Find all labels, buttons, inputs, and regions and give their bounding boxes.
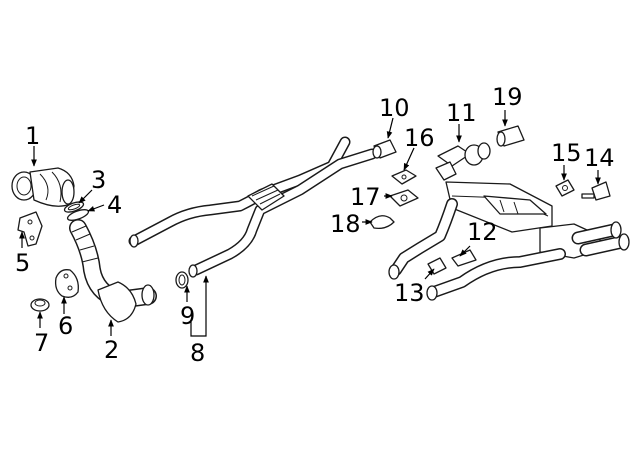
callout-14: 14 — [584, 144, 615, 172]
callout-2: 2 — [104, 336, 119, 364]
part-6-heat-shield[interactable] — [54, 269, 79, 298]
leader-12 — [459, 245, 471, 257]
leader-16 — [403, 147, 415, 171]
part-12-connecting-pipe[interactable] — [428, 248, 566, 298]
callout-13: 13 — [394, 279, 425, 307]
part-3-gasket[interactable] — [63, 200, 85, 214]
leader-13 — [424, 268, 435, 280]
callout-7: 7 — [34, 329, 49, 357]
callout-15: 15 — [551, 139, 582, 167]
callout-11: 11 — [446, 99, 477, 127]
part-10-sleeve[interactable] — [372, 139, 397, 159]
part-14-bracket[interactable] — [581, 181, 611, 201]
leader-4 — [87, 204, 105, 212]
callout-3: 3 — [91, 166, 106, 194]
callout-4: 4 — [107, 191, 122, 219]
callout-6: 6 — [58, 312, 73, 340]
part-8-intermediate-pipe[interactable] — [128, 136, 378, 278]
part-2-downpipe[interactable] — [69, 219, 157, 323]
callout-10: 10 — [379, 94, 410, 122]
callout-numbers: 1 2 3 4 5 6 7 8 9 10 11 12 13 14 15 16 1… — [15, 83, 615, 367]
part-5-bracket[interactable] — [17, 211, 43, 247]
callout-17: 17 — [350, 183, 381, 211]
part-11-rear-muffler[interactable] — [388, 142, 630, 280]
leader-3 — [78, 189, 93, 204]
part-18-hanger[interactable] — [369, 215, 395, 230]
callout-9: 9 — [180, 302, 195, 330]
callout-19: 19 — [492, 83, 523, 111]
part-16-gasket[interactable] — [391, 169, 417, 185]
leader-10 — [386, 117, 394, 139]
part-7-grommet[interactable] — [30, 298, 50, 312]
part-17-flange[interactable] — [389, 189, 419, 207]
callout-18: 18 — [330, 210, 361, 238]
part-9-clamp[interactable] — [175, 271, 189, 289]
leader-lines — [19, 110, 601, 337]
part-19-sleeve[interactable] — [496, 125, 525, 147]
callout-5: 5 — [15, 249, 30, 277]
callout-1: 1 — [25, 122, 40, 150]
part-1-converter[interactable] — [11, 167, 75, 207]
callout-8: 8 — [190, 339, 205, 367]
part-15-damper[interactable] — [555, 179, 575, 197]
callout-12: 12 — [467, 218, 498, 246]
callout-16: 16 — [404, 124, 435, 152]
leader-8 — [190, 275, 209, 337]
